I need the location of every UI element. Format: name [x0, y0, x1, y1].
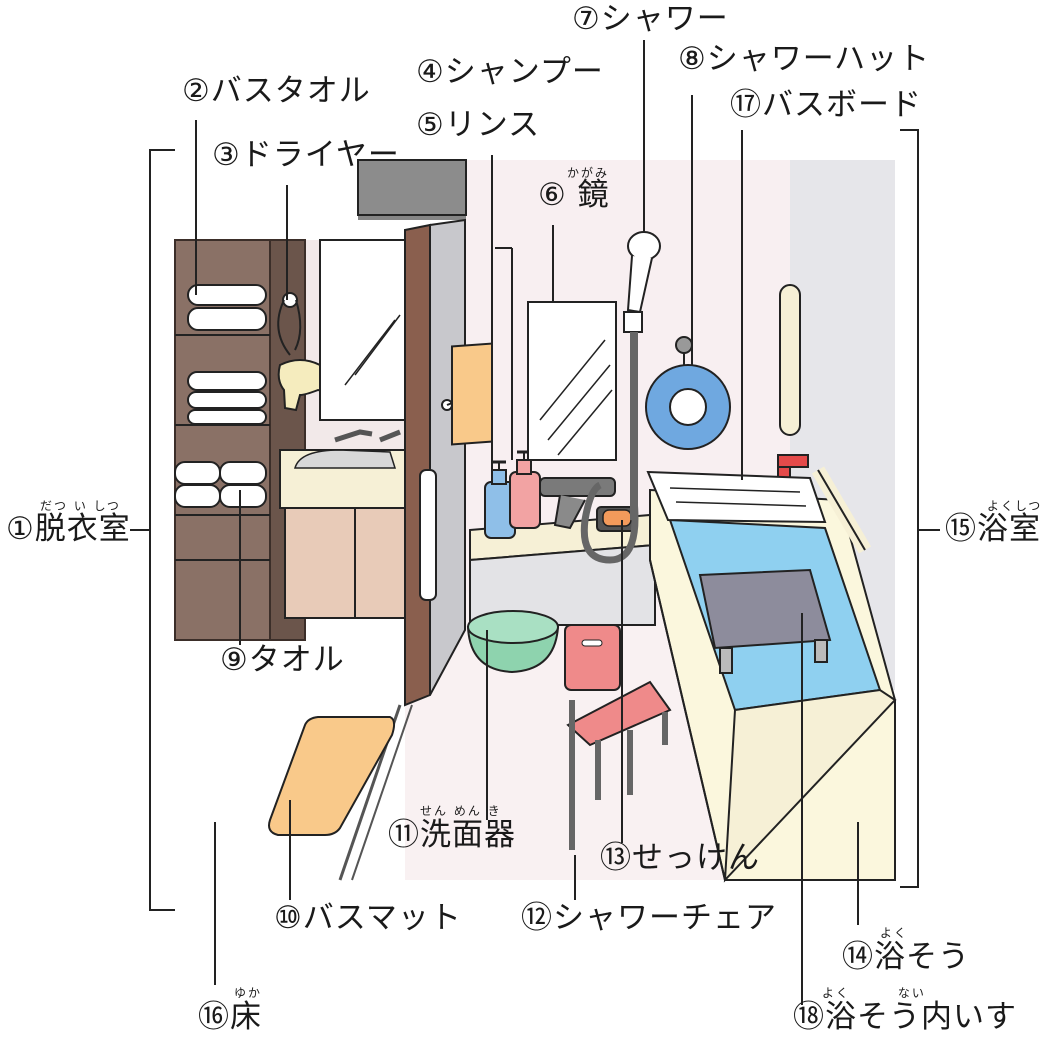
mirror-ruby: かがみ [567, 166, 610, 180]
datsuishitsu-ruby: だつ い しつ [40, 499, 121, 513]
label-rinse: ⑤リンス [416, 107, 541, 143]
label-datsuishitsu: ①脱衣室 [6, 511, 131, 547]
bath-towel-shelf [174, 239, 306, 641]
label-dryer: ③ドライヤー [212, 137, 400, 173]
label-shower-chair: ⑫シャワーチェア [521, 900, 777, 936]
wash-basin-cabinet [279, 429, 406, 619]
shower-chair [564, 624, 672, 850]
leader-lines [130, 40, 940, 1005]
label-soap: ⑬せっけん [600, 840, 760, 876]
label-floor: ⑯床 [198, 999, 262, 1035]
bath-towel-stack-top [187, 284, 267, 331]
label-bath-mat: ⑩バスマット [274, 900, 462, 936]
label-bath-board: ⑰バスボード [730, 87, 922, 123]
rinse-bottle [509, 450, 541, 529]
label-shower-hat: ⑧シャワーハット [678, 41, 931, 77]
label-towel: ⑨タオル [220, 642, 345, 678]
label-shampoo: ④シャンプー [416, 54, 604, 90]
shower [580, 231, 661, 564]
label-shower: ⑦シャワー [572, 1, 729, 37]
shower-hat [645, 336, 731, 450]
tub-seat-ruby: よく ない [822, 986, 926, 1000]
label-bathroom: ⑮浴室 [945, 511, 1041, 547]
grab-bar-tub [811, 466, 872, 554]
soap [596, 506, 638, 532]
label-washbowl: ⑪洗面器 [388, 817, 516, 853]
label-tub-seat: ⑱浴そう内いす [793, 999, 1017, 1035]
dressing-mirror [319, 239, 406, 421]
grab-bar-wall [779, 284, 801, 436]
bath-board [646, 470, 827, 524]
label-bath-towel: ②バスタオル [182, 73, 371, 109]
bathtub-ruby: よく [880, 926, 909, 940]
label-mirror: ⑥ 鏡 [538, 177, 610, 213]
bath-mat [268, 716, 396, 836]
bathroom-mirror [527, 301, 617, 461]
label-bathtub: ⑭浴そう [842, 939, 970, 975]
washbowl [466, 610, 560, 674]
tub-seat [698, 568, 832, 674]
bathroom-ruby: よくしつ [987, 499, 1043, 513]
bath-towel-stack-middle [187, 371, 267, 425]
washbowl-ruby: せん めん き [420, 804, 502, 818]
floor-ruby: ゆか [234, 986, 263, 1000]
towel-stack-bottom [174, 461, 267, 508]
bathroom-door [338, 159, 467, 881]
